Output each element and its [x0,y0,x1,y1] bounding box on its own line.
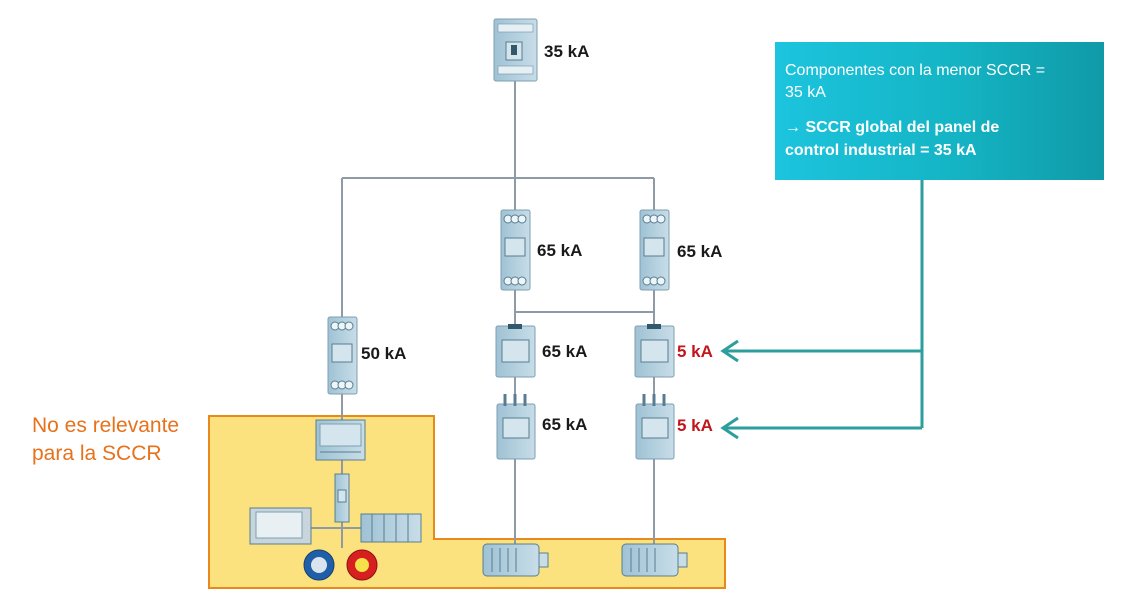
breaker-left [327,316,358,395]
note-line-1: No es relevante [32,414,180,437]
wiring [310,80,655,548]
motor-mid [482,543,549,577]
motor-right [621,543,688,577]
contactor-right [634,324,675,378]
selector-switch [303,549,335,581]
rating-breaker-mid: 65 kA [537,241,583,260]
hmi-panel [249,507,312,545]
callout-arrows [720,180,924,440]
emergency-stop [346,549,378,581]
note-line-2: para la SCCR [32,442,162,465]
breaker-mid [500,209,531,291]
din-module [334,473,350,523]
rating-overload-right: 5 kA [677,416,713,435]
contactor-mid [495,324,536,378]
callout-line-1: Componentes con la menor SCCR = [785,62,1046,79]
not-relevant-note: No es relevante para la SCCR [32,412,179,468]
rating-overload-mid: 65 kA [542,415,588,434]
callout-line-2: 35 kA [785,84,826,101]
callout-line-3: → SCCR global del panel de [785,119,1000,136]
rating-contactor-mid: 65 kA [542,342,588,361]
main-circuit-breaker [493,18,538,82]
overload-relay-mid [496,394,536,460]
power-supply [315,419,366,461]
sccr-callout: Componentes con la menor SCCR = 35 kA → … [775,42,1104,180]
rating-breaker-right: 65 kA [677,242,723,261]
rating-contactor-right: 5 kA [677,342,713,361]
rating-main-breaker: 35 kA [544,42,590,61]
rating-breaker-left: 50 kA [361,344,407,363]
callout-line-4: control industrial = 35 kA [785,142,977,159]
breaker-right [639,209,670,291]
plc-rack [360,513,422,543]
overload-relay-right [635,394,675,460]
